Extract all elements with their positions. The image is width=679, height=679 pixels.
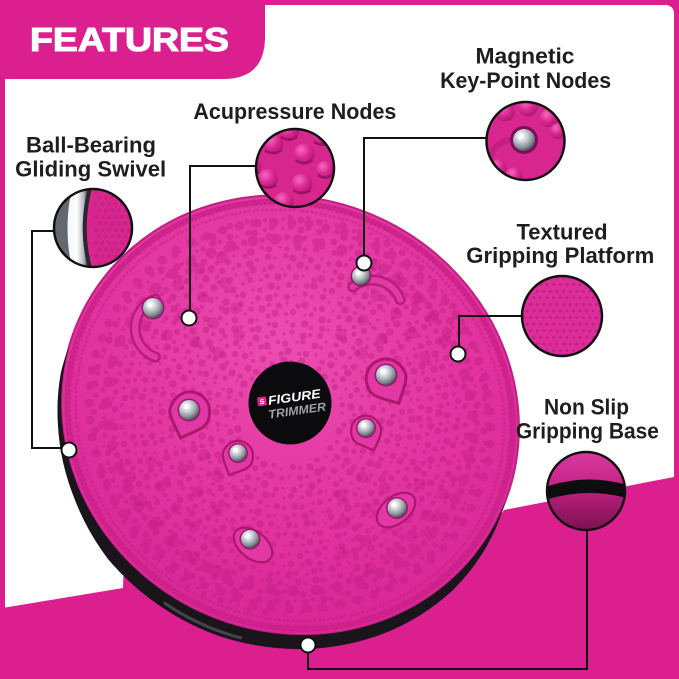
svg-text:S: S <box>259 399 265 407</box>
svg-text:Textured: Textured <box>517 219 608 244</box>
svg-text:Key-Point Nodes: Key-Point Nodes <box>440 68 611 93</box>
svg-text:Gripping Platform: Gripping Platform <box>466 243 654 268</box>
svg-text:Gliding Swivel: Gliding Swivel <box>15 157 166 182</box>
svg-text:FEATURES: FEATURES <box>30 21 229 58</box>
svg-text:Ball-Bearing: Ball-Bearing <box>26 132 156 157</box>
svg-text:Acupressure Nodes: Acupressure Nodes <box>193 99 396 124</box>
svg-text:Non Slip: Non Slip <box>544 395 629 420</box>
svg-text:Gripping Base: Gripping Base <box>516 419 659 444</box>
svg-text:Magnetic: Magnetic <box>476 44 575 69</box>
